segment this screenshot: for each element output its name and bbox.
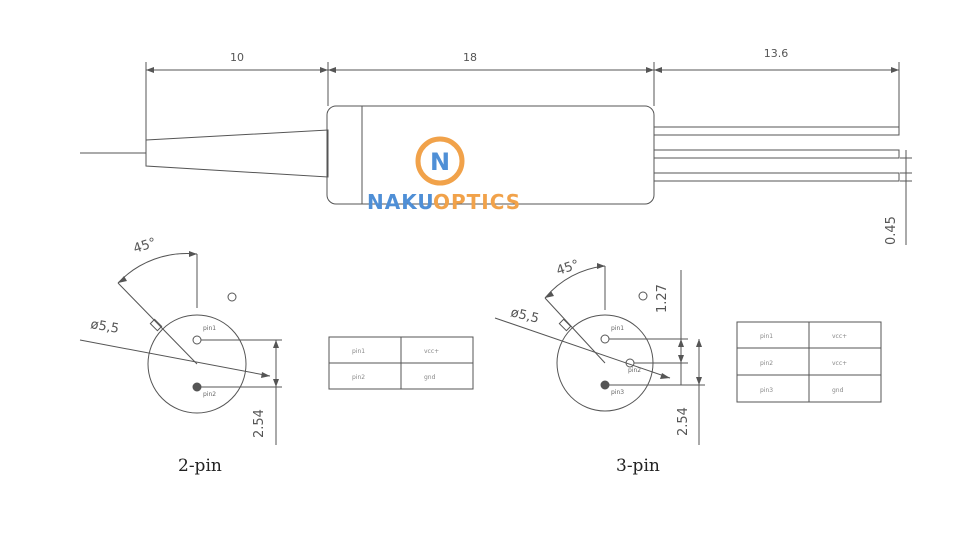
logo-letter: N [430,148,450,176]
two-pin-table-cell: gnd [424,374,436,381]
three-pin-table-cell: pin2 [760,360,773,367]
three-pin-caption: 3-pin [616,456,660,476]
dim-label-pins: 13.6 [764,47,789,60]
pin-lead-3 [653,172,900,182]
pin-lead-2 [653,149,900,159]
three-pin-table-cell: vcc+ [832,360,847,367]
nakuoptics-logo: N NAKU OPTICS [367,136,521,214]
three-pin-table-cell: gnd [832,387,844,394]
logo-text-naku: NAKU [367,190,435,214]
two-pin-table-cell: vcc+ [424,348,439,355]
three-pin-pin1-label: pin1 [611,325,624,332]
three-pin-pin1-hole [600,334,610,344]
logo-ring [415,136,465,186]
three-pin-diameter-label: ø5,5 [509,305,540,326]
two-pin-pin1-hole [192,335,202,345]
two-pin-pitch-label: 2.54 [252,409,267,438]
three-pin-angle-label: 45° [555,257,582,278]
two-pin-body-circle [147,314,247,414]
two-pin-pin1-label: pin1 [203,325,216,332]
two-pin-table-cell: pin1 [352,348,365,355]
three-pin-diameter-leader [494,317,671,379]
two-pin-table: pin1 vcc+ pin2 gnd [328,336,474,390]
side-view: 10 18 13.6 0.45 [80,47,912,245]
three-pin-small-pitch-label: 1.27 [655,284,670,313]
logo-text-optics: OPTICS [433,190,521,214]
two-pin-diameter-label: ø5,5 [89,317,120,337]
two-pin-pin2-label: pin2 [203,391,216,398]
three-pin-pin3-label: pin3 [611,389,624,396]
two-pin-table-cell: pin2 [352,374,365,381]
three-pin-table: pin1 vcc+ pin2 vcc+ pin3 gnd [736,321,882,403]
three-pin-end-view: 45° ø5,5 1.27 2.54 pin1 pin2 pin3 [494,257,705,445]
three-pin-pin3-dot [600,380,610,390]
pin-lead-1 [653,126,900,136]
dim-label-body: 18 [463,51,477,64]
two-pin-marker-circle [227,292,237,302]
two-pin-angle-label: 45° [132,235,159,256]
three-pin-table-cell: vcc+ [832,333,847,340]
taper-boot [145,129,329,178]
two-pin-diameter-leader [79,339,271,377]
two-pin-caption: 2-pin [178,456,222,476]
three-pin-marker-circle [638,291,648,301]
dim-label-taper: 10 [230,51,244,64]
two-pin-end-view: 45° ø5,5 2.54 pin1 pin2 [79,235,282,445]
two-pin-pin2-dot [192,382,202,392]
three-pin-pin2-label: pin2 [628,367,641,374]
three-pin-pitch-label: 2.54 [676,407,691,436]
dim-label-pin-diameter: 0.45 [884,216,899,245]
three-pin-table-cell: pin1 [760,333,773,340]
three-pin-table-cell: pin3 [760,387,773,394]
